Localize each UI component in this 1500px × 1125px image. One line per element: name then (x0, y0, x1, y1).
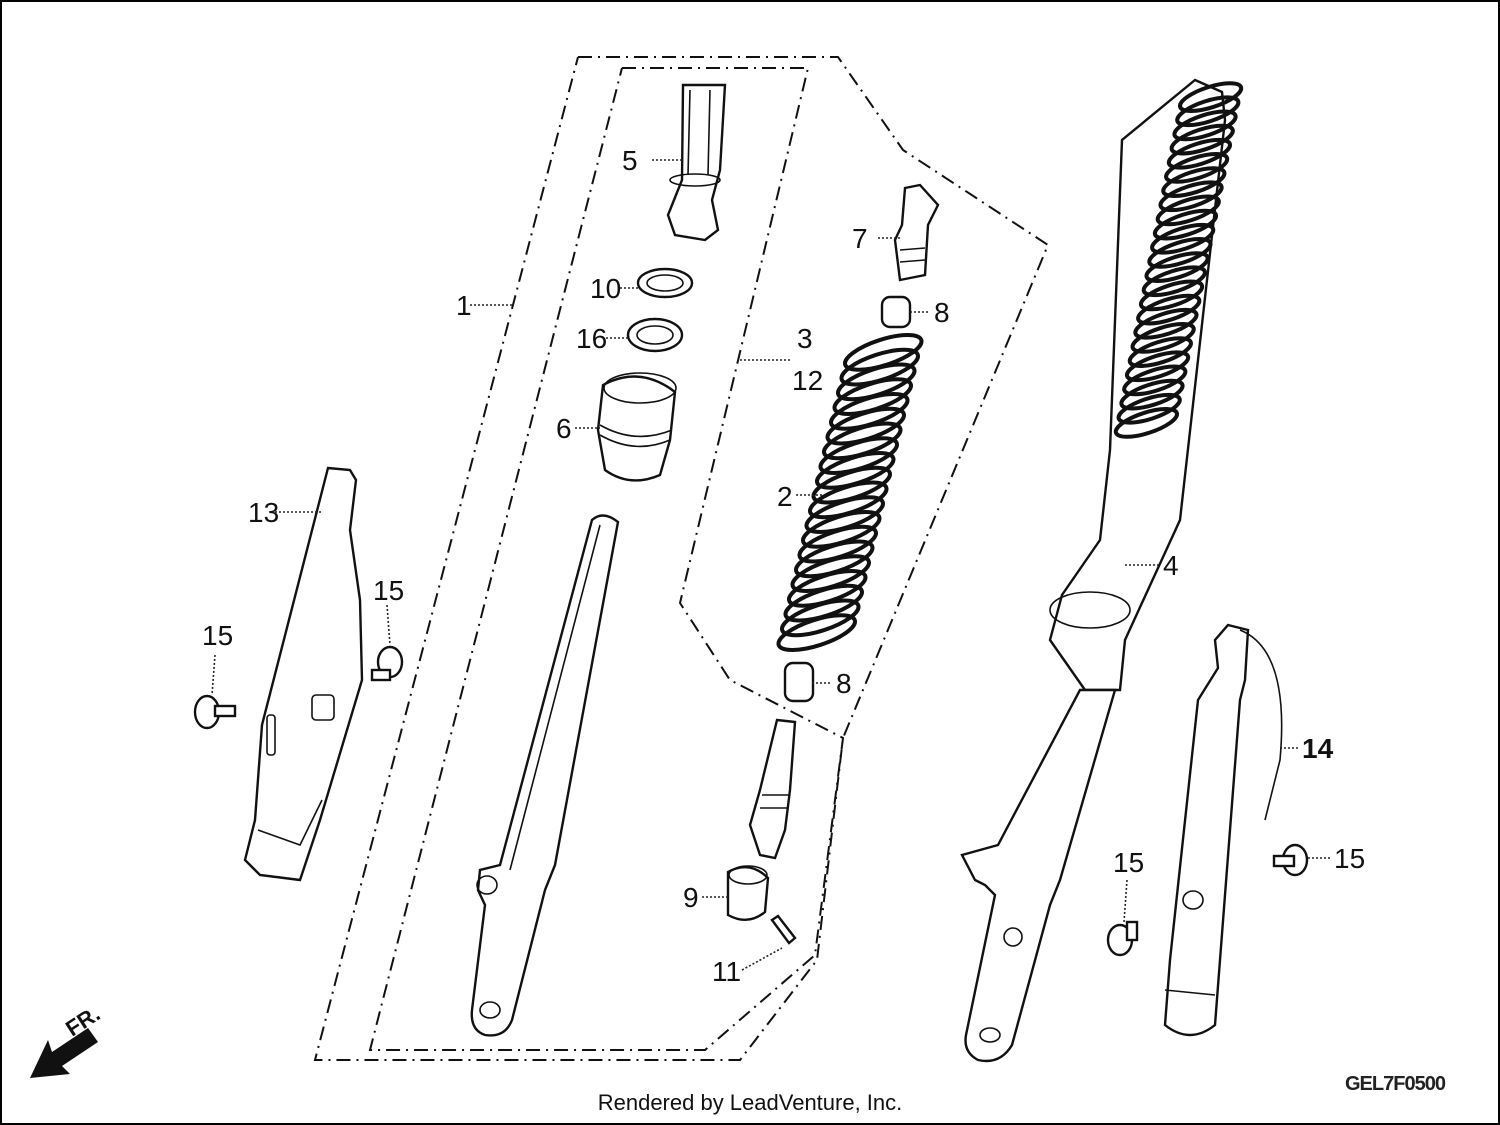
callout-10: 10 (590, 273, 621, 304)
part-15-bolt-b (370, 645, 404, 682)
spring-coil (1175, 95, 1241, 128)
part-4-spring (1113, 81, 1244, 439)
assembly-boundary-outer (313, 56, 1050, 1061)
spring-coil (1113, 407, 1179, 439)
callout-8-lower: 8 (836, 668, 852, 699)
spring-coil (1144, 251, 1210, 283)
spring-coil (1122, 364, 1188, 397)
callout-9: 9 (683, 882, 699, 913)
part-4-fork-assembly (960, 78, 1227, 1063)
spring-coil (1133, 307, 1199, 340)
callout-6: 6 (556, 413, 572, 444)
spring-coil (1161, 166, 1227, 198)
part-2-fork-spring (776, 333, 924, 652)
spring-coil (1152, 208, 1219, 241)
spring-coil (776, 613, 857, 652)
footer-credit: Rendered by LeadVenture, Inc. (597, 1090, 903, 1115)
spring-coil (780, 598, 861, 638)
part-7-fork-bolt (893, 183, 940, 282)
callout-8-upper: 8 (934, 297, 950, 328)
spring-coil (1178, 81, 1244, 113)
callout-14: 14 (1302, 733, 1334, 764)
part-15-bolt-a (193, 694, 237, 730)
callout-15-right-b: 15 (1334, 843, 1365, 874)
callout-5: 5 (622, 145, 638, 176)
part-14-fork-cover-right (1163, 623, 1283, 1037)
spring-coil (1119, 378, 1185, 411)
assembly-boundary-inner (368, 67, 845, 1051)
part-15-bolt-c (1106, 920, 1139, 957)
callout-16: 16 (576, 323, 607, 354)
callout-1: 1 (456, 290, 472, 321)
spring-coil (1136, 293, 1202, 326)
callout-11: 11 (712, 956, 741, 987)
part-9-nut (726, 865, 770, 921)
callout-15-right-a: 15 (1113, 847, 1144, 878)
part-1-fork-slider (470, 514, 620, 1037)
spring-coil (1172, 109, 1238, 142)
callout-12: 12 (792, 365, 823, 396)
spring-coil (1116, 392, 1182, 425)
part-8-collar-lower (783, 661, 815, 703)
callout-4: 4 (1163, 550, 1179, 581)
callout-2: 2 (777, 481, 793, 512)
spring-coil (1169, 123, 1235, 156)
callout-15-left: 15 (202, 620, 233, 651)
spring-coil (1130, 322, 1196, 354)
spring-coil (1164, 152, 1230, 184)
spring-coil (1150, 222, 1216, 255)
spring-coil (1155, 194, 1221, 227)
callout-15-mid: 15 (373, 575, 404, 606)
part-13-fork-cover-left (243, 466, 364, 882)
spring-coil (1166, 137, 1233, 170)
part-5-fork-cap (666, 83, 727, 242)
callout-13: 13 (248, 497, 279, 528)
spring-coil (1158, 180, 1224, 213)
spring-coil (1141, 265, 1207, 298)
callout-7: 7 (852, 223, 868, 254)
part-15-bolt-d (1272, 843, 1309, 877)
callout-3: 3 (797, 323, 813, 354)
part-6-dust-seal (596, 372, 677, 482)
damper-rod (748, 718, 797, 860)
part-8-collar-upper (880, 295, 912, 329)
spring-coil (1147, 237, 1213, 269)
spring-coil (1124, 350, 1191, 383)
part-10-ring (636, 267, 694, 299)
part-11-pin (770, 914, 797, 945)
direction-label: FR. (61, 1001, 104, 1041)
diagram-code: GEL7F0500 (1345, 1073, 1446, 1095)
part-16-clip (626, 317, 684, 353)
spring-coil (1138, 279, 1205, 312)
front-direction-arrow-icon: FR. (30, 1001, 104, 1078)
spring-coil (1127, 336, 1193, 368)
